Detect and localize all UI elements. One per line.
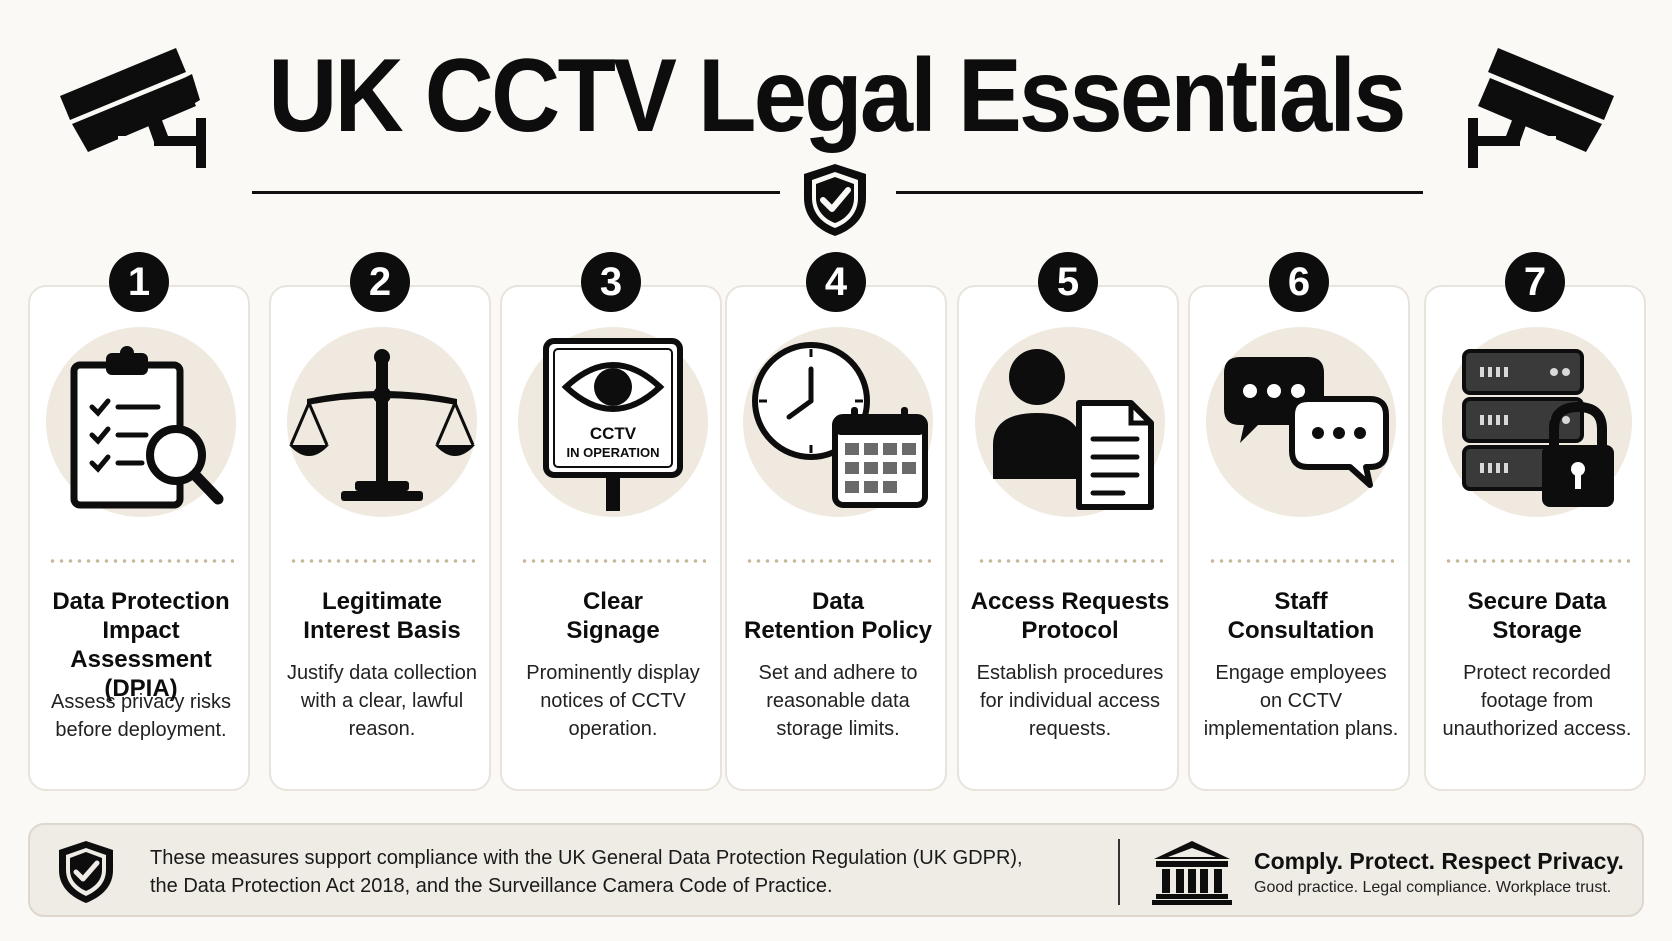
dotted-separator [1444,559,1630,563]
step-number-badge: 4 [806,252,866,312]
dotted-separator [520,559,706,563]
header: UK CCTV Legal Essentials [0,0,1672,250]
step-number-badge: 1 [109,252,169,312]
cctv-sign-icon: CCTV IN OPERATION [543,338,683,511]
checklist-magnifier-icon [70,346,224,509]
server-lock-icon [1462,349,1614,507]
dotted-separator [745,559,931,563]
step-number-badge: 5 [1038,252,1098,312]
divider-line [896,191,1423,194]
sub-slogan: Good practice. Legal compliance. Workpla… [1254,879,1612,896]
speech-bubbles-icon [1224,357,1389,488]
slogan: Comply. Protect. Respect Privacy. [1254,848,1624,874]
sign-text-in-operation: IN OPERATION [567,445,660,460]
dotted-separator [977,559,1163,563]
cctv-camera-icon [1468,48,1614,168]
person-document-icon [993,349,1154,510]
dotted-separator [289,559,475,563]
step-number-badge: 2 [350,252,410,312]
scales-of-justice-icon [289,349,475,501]
dotted-separator [48,559,234,563]
footer-compliance-text: These measures support compliance with t… [150,847,1023,897]
page-title: UK CCTV Legal Essentials [268,38,1406,154]
step-number-badge: 6 [1269,252,1329,312]
clock-calendar-icon [752,342,928,508]
step-number-badge: 3 [581,252,641,312]
courthouse-icon [1152,841,1232,905]
shield-check-icon [804,164,866,236]
shield-check-icon [59,841,113,903]
divider-line [252,191,780,194]
cctv-camera-icon [60,48,206,168]
footer-banner: These measures support compliance with t… [28,823,1644,917]
dotted-separator [1208,559,1394,563]
step-number-badge: 7 [1505,252,1565,312]
divider-line [1118,839,1120,905]
sign-text-cctv: CCTV [590,424,637,443]
